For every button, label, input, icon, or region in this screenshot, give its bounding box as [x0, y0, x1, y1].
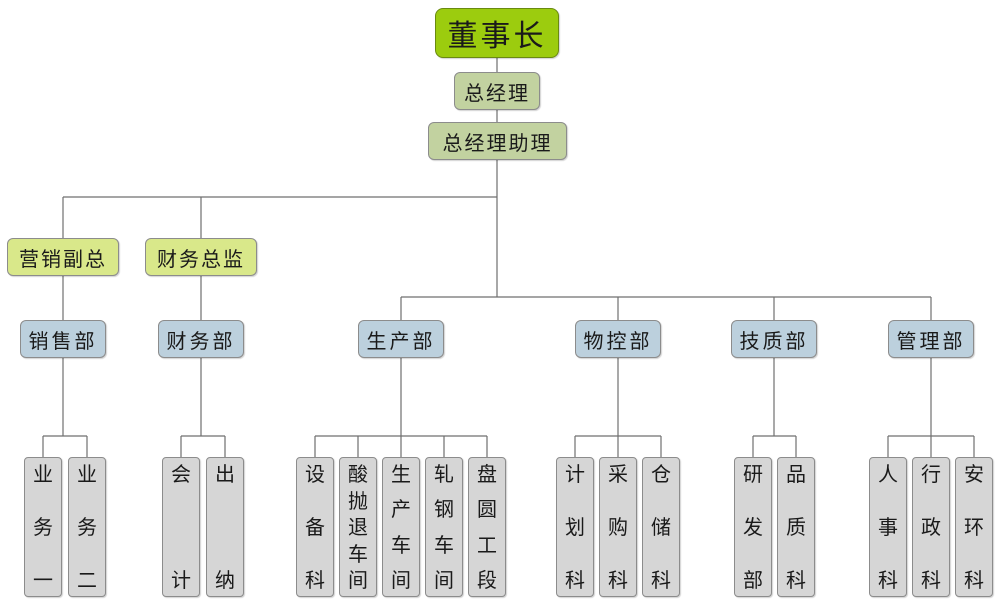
section-char: 品: [786, 462, 806, 486]
chairman-box: 董事长: [435, 8, 559, 58]
section-char: 科: [565, 568, 585, 592]
section-box: 生 产 车 间: [382, 457, 420, 597]
section-char: 务: [77, 515, 97, 539]
dept-admin-label: 管理部: [896, 328, 966, 353]
dept-production-box: 生产部: [358, 320, 444, 358]
section-char: 计: [171, 568, 191, 592]
dept-finance-label: 财务部: [166, 328, 236, 353]
section-char: 圆: [477, 497, 497, 522]
section-char: 车: [348, 541, 368, 566]
section-char: 政: [921, 515, 941, 539]
gm-assistant-box: 总经理助理: [428, 122, 567, 160]
section-box: 安 环 科: [955, 457, 993, 597]
general-manager-label: 总经理: [464, 80, 530, 105]
section-char: 仓: [651, 462, 671, 486]
section-char: 二: [77, 568, 97, 592]
section-char: 业: [77, 462, 97, 486]
section-box: 业 务 一: [24, 457, 62, 597]
dept-finance-box: 财务部: [158, 320, 244, 358]
section-char: 务: [33, 515, 53, 539]
section-char: 酸: [348, 462, 368, 486]
section-char: 抛: [348, 488, 368, 513]
section-char: 科: [964, 568, 984, 592]
section-char: 轧: [434, 462, 454, 486]
section-char: 产: [391, 497, 411, 522]
dept-production-label: 生产部: [366, 328, 436, 353]
section-char: 事: [878, 515, 898, 539]
section-char: 安: [964, 462, 984, 486]
section-char: 研: [743, 462, 763, 486]
section-box: 酸 抛 退 车 间: [339, 457, 377, 597]
section-char: 出: [215, 462, 235, 486]
chairman-label: 董事长: [447, 19, 547, 54]
section-char: 质: [786, 515, 806, 539]
section-char: 钢: [434, 497, 454, 522]
section-char: 备: [305, 515, 325, 539]
section-char: 购: [608, 515, 628, 539]
dept-logistics-box: 物控部: [575, 320, 661, 358]
dept-sales-box: 销售部: [20, 320, 106, 358]
section-char: 科: [651, 568, 671, 592]
section-char: 环: [964, 515, 984, 539]
section-char: 退: [348, 515, 368, 539]
section-char: 科: [608, 568, 628, 592]
section-char: 储: [651, 515, 671, 539]
dept-logistics-label: 物控部: [583, 328, 653, 353]
section-char: 行: [921, 462, 941, 486]
section-char: 设: [305, 462, 325, 486]
section-box: 盘 圆 工 段: [468, 457, 506, 597]
section-char: 科: [786, 568, 806, 592]
section-char: 科: [921, 568, 941, 592]
section-char: 车: [391, 532, 411, 557]
section-char: 划: [565, 515, 585, 539]
section-char: 纳: [215, 568, 235, 592]
vp-finance-label: 财务总监: [157, 246, 245, 271]
section-char: 会: [171, 462, 191, 486]
section-char: 段: [477, 567, 497, 592]
section-box: 业 务 二: [68, 457, 106, 597]
section-char: 间: [348, 568, 368, 592]
section-char: 科: [878, 568, 898, 592]
general-manager-box: 总经理: [454, 72, 540, 110]
section-char: 计: [565, 462, 585, 486]
section-char: 部: [743, 568, 763, 592]
section-box: 采 购 科: [599, 457, 637, 597]
section-char: 车: [434, 532, 454, 557]
section-box: 研 发 部: [734, 457, 772, 597]
vp-finance-box: 财务总监: [145, 238, 257, 276]
section-box: 行 政 科: [912, 457, 950, 597]
section-box: 品 质 科: [777, 457, 815, 597]
section-char: 人: [878, 462, 898, 486]
dept-quality-box: 技质部: [731, 320, 817, 358]
section-box: 轧 钢 车 间: [425, 457, 463, 597]
section-box: 人 事 科: [869, 457, 907, 597]
gm-assistant-label: 总经理助理: [442, 130, 553, 155]
section-char: 发: [743, 515, 763, 539]
vp-sales-box: 营销副总: [7, 238, 119, 276]
section-box: 出 纳: [206, 457, 244, 597]
section-box: 仓 储 科: [642, 457, 680, 597]
section-char: 间: [434, 567, 454, 592]
section-char: 业: [33, 462, 53, 486]
vp-sales-label: 营销副总: [19, 246, 107, 271]
section-char: 盘: [477, 462, 497, 486]
section-box: 计 划 科: [556, 457, 594, 597]
section-box: 会 计: [162, 457, 200, 597]
section-char: 生: [391, 462, 411, 486]
section-box: 设 备 科: [296, 457, 334, 597]
dept-sales-label: 销售部: [28, 328, 98, 353]
dept-admin-box: 管理部: [888, 320, 974, 358]
section-char: 一: [33, 568, 53, 592]
section-char: 工: [477, 532, 497, 557]
section-char: 间: [391, 567, 411, 592]
section-char: 采: [608, 462, 628, 486]
dept-quality-label: 技质部: [739, 328, 809, 353]
section-char: 科: [305, 568, 325, 592]
